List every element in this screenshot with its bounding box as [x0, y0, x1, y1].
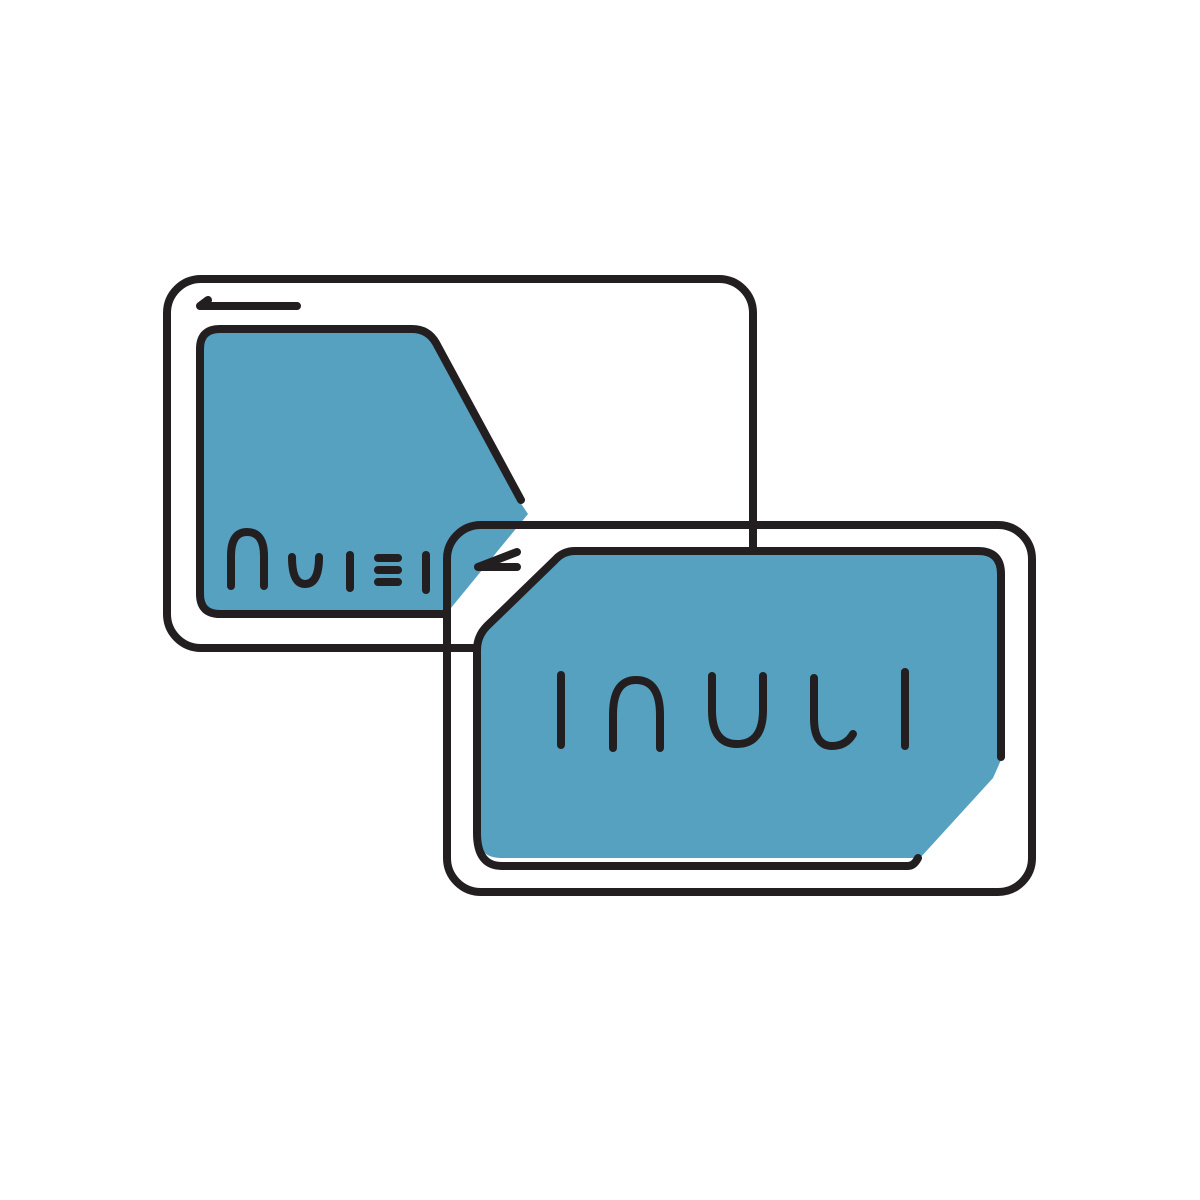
front-card-header-mark — [474, 548, 521, 571]
back-card-panel — [200, 329, 528, 614]
back-card-header-line — [196, 296, 301, 310]
back-card-body — [163, 275, 757, 652]
front-card-panel — [477, 551, 1001, 858]
front-card-scribble — [557, 668, 909, 752]
back-card-panel-outline — [196, 325, 525, 618]
front-card — [443, 521, 1036, 896]
front-card-body — [443, 521, 1036, 896]
back-card-scribble — [227, 528, 430, 594]
back-card — [163, 275, 757, 652]
front-card-panel-outline — [473, 547, 1005, 870]
